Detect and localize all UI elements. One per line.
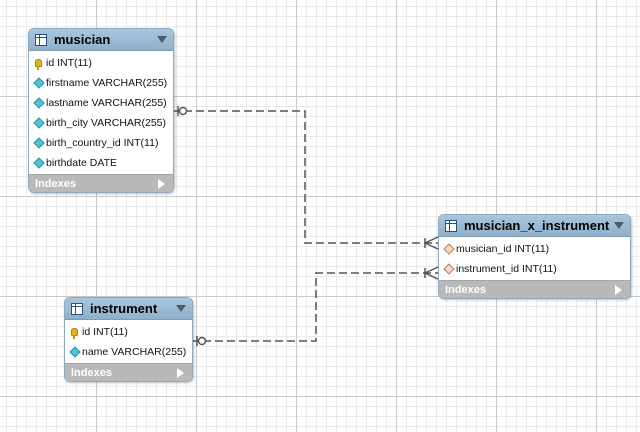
expand-arrow-icon[interactable]	[177, 367, 184, 378]
column-row[interactable]: name VARCHAR(255)	[65, 342, 192, 362]
indexes-label: Indexes	[35, 177, 76, 190]
column-label: id INT(11)	[46, 57, 92, 69]
column-row[interactable]: id INT(11)	[65, 322, 192, 342]
column-diamond-icon	[32, 97, 45, 109]
column-label: birth_country_id INT(11)	[46, 137, 159, 149]
expand-arrow-icon[interactable]	[615, 284, 622, 295]
indexes-section[interactable]: Indexes	[29, 174, 173, 192]
column-label: name VARCHAR(255)	[82, 346, 187, 358]
indexes-label: Indexes	[445, 283, 486, 296]
table-icon	[71, 302, 83, 315]
table-title: musician_x_instrument	[464, 218, 610, 233]
table-icon	[445, 219, 457, 232]
indexes-section[interactable]: Indexes	[65, 363, 192, 381]
foreign-key-diamond-icon	[442, 243, 455, 255]
column-row[interactable]: instrument_id INT(11)	[439, 259, 630, 279]
column-list: musician_id INT(11) instrument_id INT(11…	[439, 237, 630, 280]
crows-foot-musician-link	[424, 236, 439, 250]
table-header[interactable]: instrument	[65, 298, 192, 320]
table-musician-x-instrument[interactable]: musician_x_instrument musician_id INT(11…	[438, 214, 631, 299]
zero-or-one-marker-instrument	[197, 336, 207, 346]
column-label: firstname VARCHAR(255)	[46, 77, 168, 89]
column-diamond-icon	[32, 117, 45, 129]
table-musician[interactable]: musician id INT(11) firstname VARCHAR(25…	[28, 28, 174, 193]
primary-key-icon	[34, 59, 43, 70]
column-row[interactable]: id INT(11)	[29, 53, 173, 73]
column-row[interactable]: birth_country_id INT(11)	[29, 133, 173, 153]
table-title: musician	[54, 32, 111, 47]
foreign-key-diamond-icon	[442, 263, 455, 275]
collapse-arrow-icon[interactable]	[157, 36, 167, 43]
column-label: musician_id INT(11)	[456, 243, 550, 255]
column-diamond-icon	[32, 157, 45, 169]
column-list: id INT(11) name VARCHAR(255)	[65, 320, 192, 363]
column-diamond-icon	[32, 77, 45, 89]
column-row[interactable]: lastname VARCHAR(255)	[29, 93, 173, 113]
table-icon	[35, 33, 47, 46]
column-row[interactable]: birth_city VARCHAR(255)	[29, 113, 173, 133]
table-header[interactable]: musician	[29, 29, 173, 51]
indexes-label: Indexes	[71, 366, 112, 379]
zero-or-one-marker-musician	[178, 106, 188, 116]
table-title: instrument	[90, 301, 158, 316]
column-diamond-icon	[32, 137, 45, 149]
indexes-section[interactable]: Indexes	[439, 280, 630, 298]
column-row[interactable]: birthdate DATE	[29, 153, 173, 173]
column-list: id INT(11) firstname VARCHAR(255) lastna…	[29, 51, 173, 174]
expand-arrow-icon[interactable]	[158, 178, 165, 189]
column-label: lastname VARCHAR(255)	[46, 97, 167, 109]
connector-instrument-to-link[interactable]	[191, 272, 438, 342]
table-header[interactable]: musician_x_instrument	[439, 215, 630, 237]
column-row[interactable]: firstname VARCHAR(255)	[29, 73, 173, 93]
column-row[interactable]: musician_id INT(11)	[439, 239, 630, 259]
column-label: birth_city VARCHAR(255)	[46, 117, 167, 129]
collapse-arrow-icon[interactable]	[614, 222, 624, 229]
table-instrument[interactable]: instrument id INT(11) name VARCHAR(255) …	[64, 297, 193, 382]
column-label: instrument_id INT(11)	[456, 263, 557, 275]
crows-foot-instrument-link	[424, 266, 439, 280]
column-label: birthdate DATE	[46, 157, 118, 169]
connector-musician-to-link[interactable]	[172, 110, 438, 244]
column-diamond-icon	[68, 346, 81, 358]
column-label: id INT(11)	[82, 326, 128, 338]
primary-key-icon	[70, 328, 79, 339]
collapse-arrow-icon[interactable]	[176, 305, 186, 312]
